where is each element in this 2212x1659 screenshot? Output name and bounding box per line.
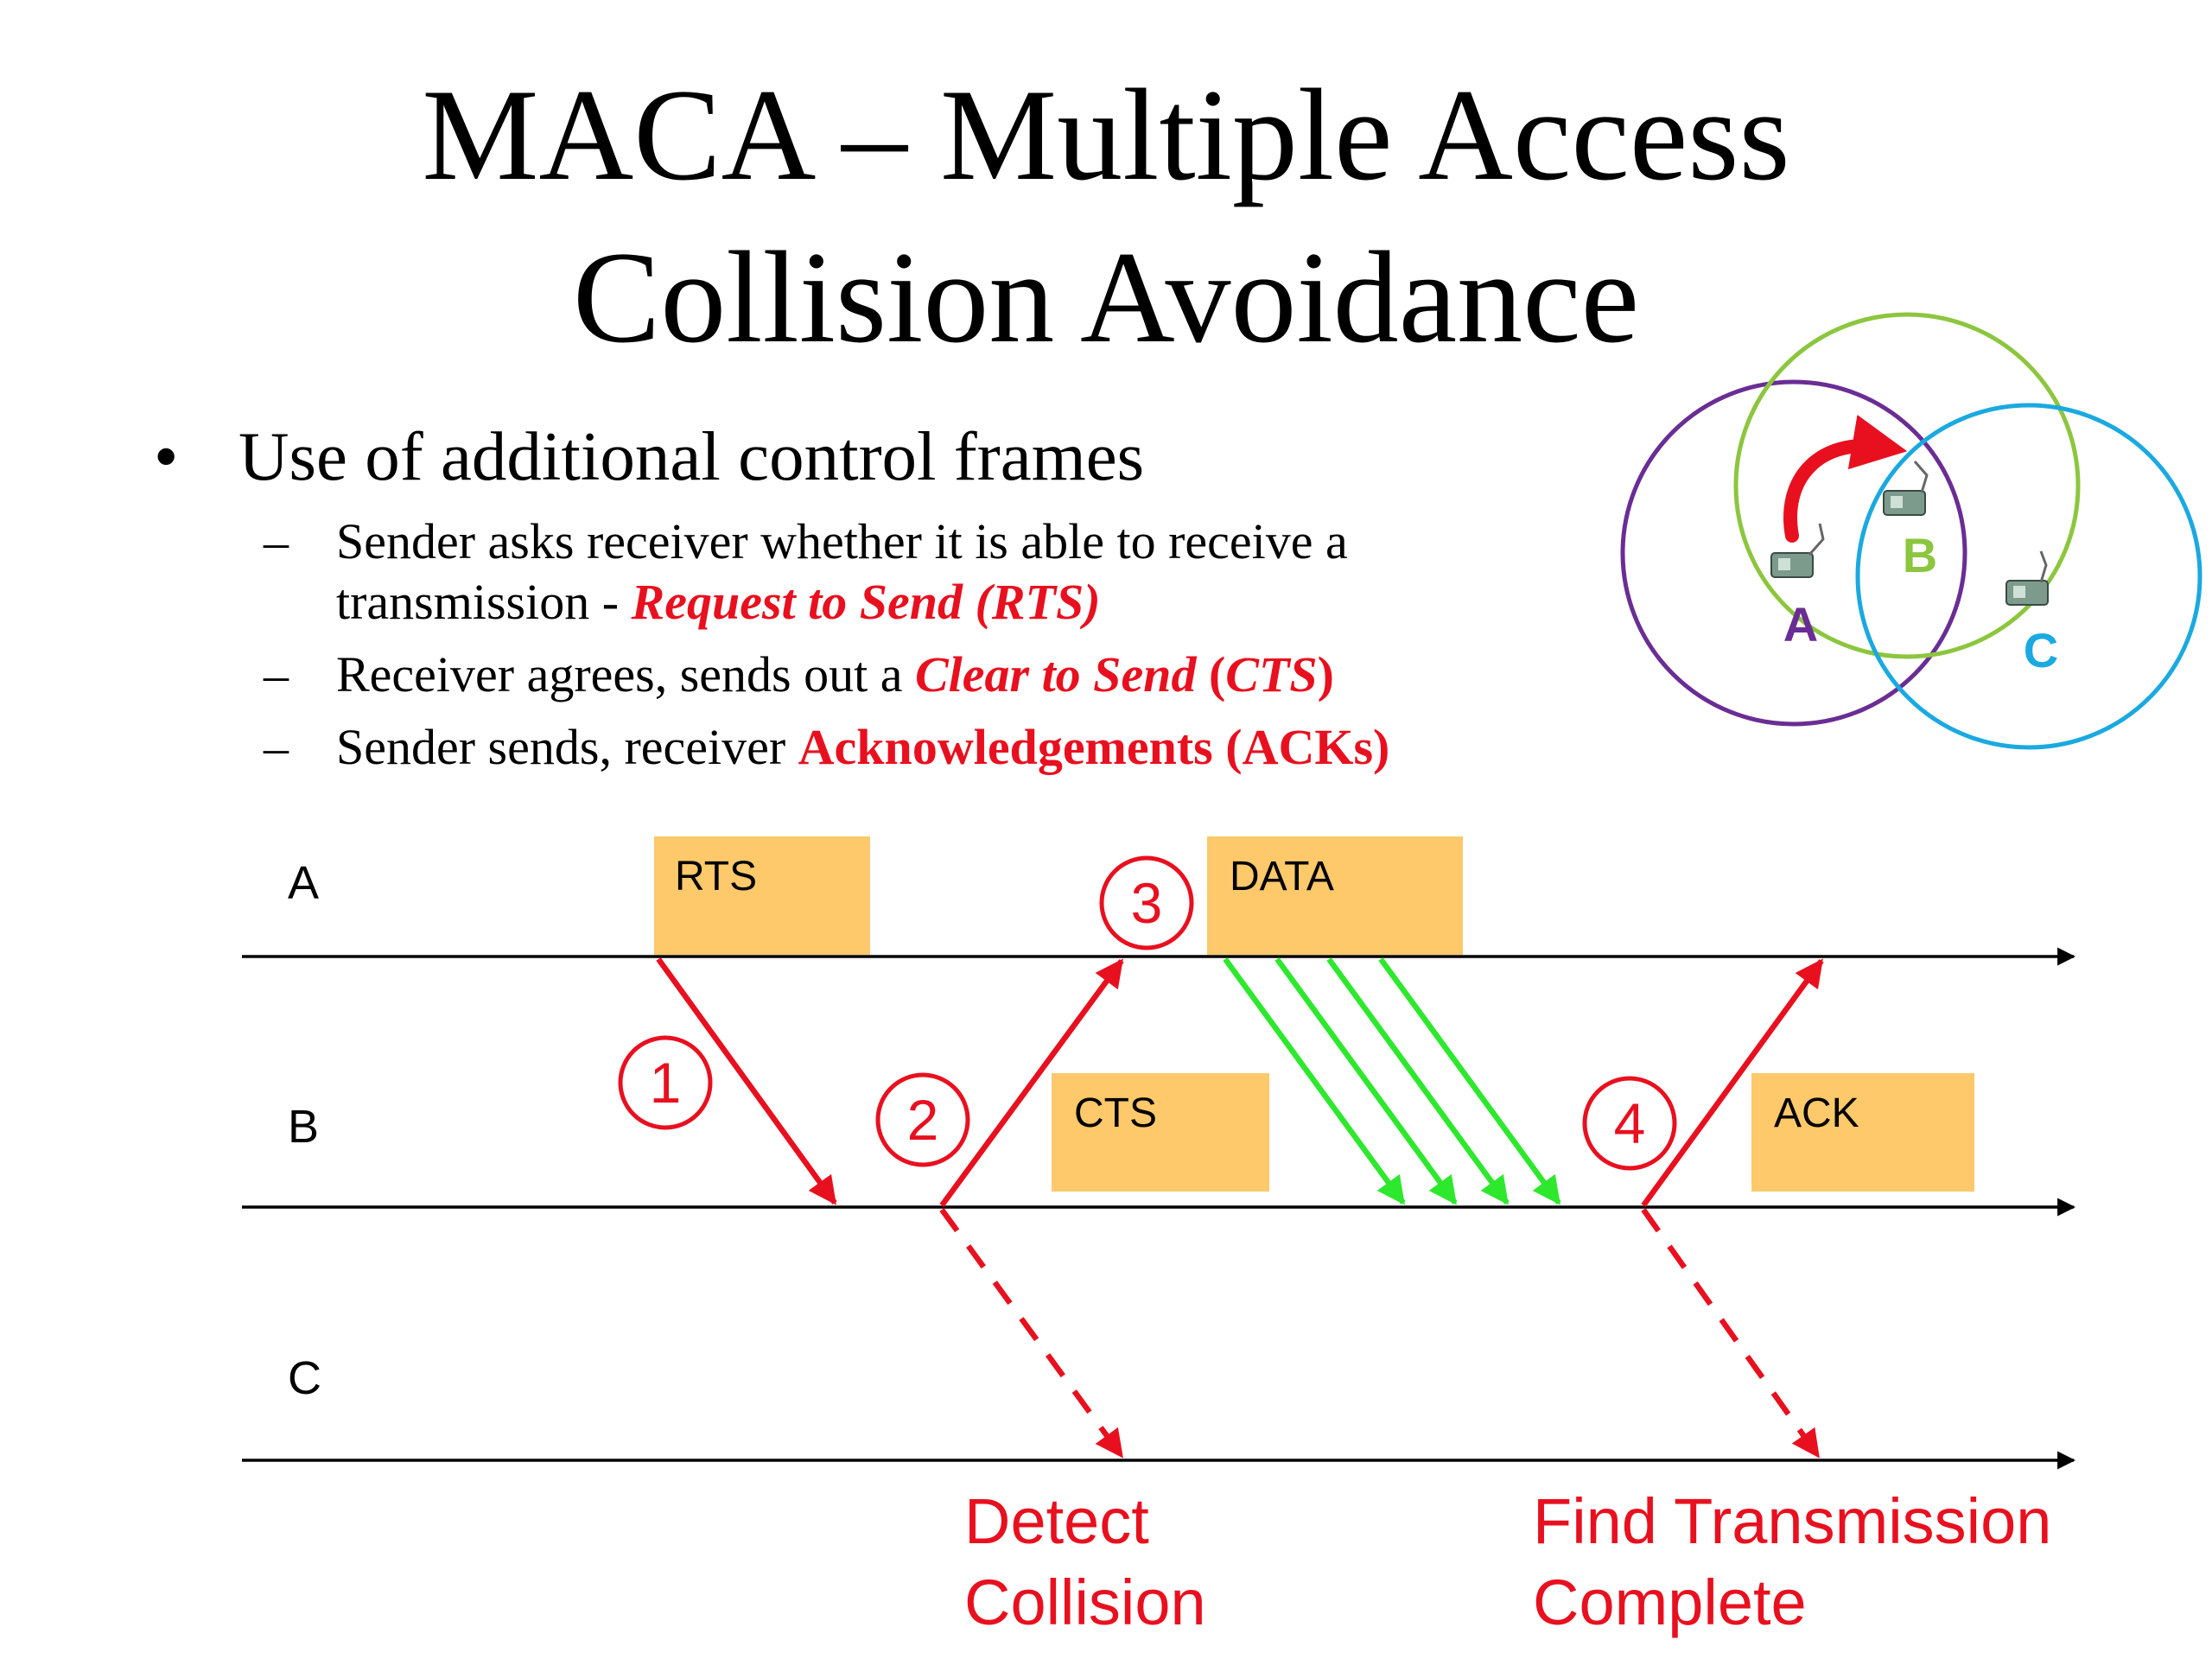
frame-label-data: DATA	[1230, 854, 1334, 899]
timeline: A B C RTS DATA CTS ACK 1 2 3 4 Detect	[242, 836, 2076, 1638]
step-number-2: 2	[907, 1088, 939, 1152]
note-transmission-complete-line2: Complete	[1533, 1567, 1807, 1638]
frame-cts	[1052, 1073, 1269, 1192]
rts-send-curve-arrow	[1783, 415, 1908, 543]
step-marker-4	[1582, 1076, 1677, 1171]
frame-label-ack: ACK	[1774, 1090, 1859, 1136]
sub-bullet-rts: – Sender asks receiver whether it is abl…	[154, 512, 1571, 632]
step-number-3: 3	[1131, 871, 1163, 935]
title-line-1: MACA – Multiple Access	[422, 62, 1790, 207]
node-label-a: A	[1783, 597, 1818, 652]
sub-bullet-ack: – Sender sends, receiver Acknowledgement…	[154, 717, 1571, 778]
step-marker-3	[1099, 855, 1194, 950]
cts-highlight-paren-close: )	[1317, 646, 1334, 702]
sub-bullet-rts-line1: Sender asks receiver whether it is able …	[336, 513, 1348, 569]
cts-overheard-arrow	[939, 1208, 1124, 1459]
note-transmission-complete-line1: Find Transmission	[1533, 1485, 2051, 1557]
data-arrow	[1326, 957, 1510, 1205]
frame-rts	[654, 836, 870, 955]
sub-bullet-marker: –	[264, 646, 289, 702]
range-circle-a	[1620, 379, 1967, 727]
step-marker-2	[875, 1072, 970, 1167]
radio-device-icon	[1883, 461, 1929, 516]
frame-data	[1207, 836, 1463, 955]
sub-bullet-cts: – Receiver agrees, sends out a Clear to …	[154, 645, 1571, 705]
rts-highlight: Request to Send (RTS)	[631, 574, 1101, 630]
title-line-2: Collision Avoidance	[572, 225, 1640, 370]
rts-arrow	[656, 957, 837, 1205]
row-label-a: A	[288, 857, 319, 909]
row-label-c: C	[288, 1352, 321, 1404]
ack-highlight: Acknowledgements (ACKs)	[798, 719, 1390, 775]
cts-arrow-to-a	[939, 958, 1124, 1207]
data-arrow	[1378, 957, 1561, 1205]
sub-bullet-cts-prefix: Receiver agrees, sends out a	[336, 646, 915, 702]
frame-ack	[1751, 1073, 1974, 1192]
bullet-main-text: Use of additional control frames	[238, 417, 1145, 495]
slide-title: MACA – Multiple Access Collision Avoidan…	[0, 54, 2212, 378]
node-label-b: B	[1903, 528, 1937, 582]
frame-label-rts: RTS	[675, 854, 757, 899]
row-label-b: B	[288, 1101, 319, 1153]
cts-highlight-abbr: CTS	[1225, 646, 1318, 702]
ack-arrow-to-a	[1641, 958, 1824, 1207]
sub-bullet-rts-line2-prefix: transmission -	[336, 574, 632, 630]
cts-highlight-name: Clear to Send	[914, 646, 1197, 702]
step-number-1: 1	[650, 1051, 682, 1115]
bullet-list: • Use of additional control frames – Sen…	[154, 413, 1571, 790]
network-diagram: A B C	[1620, 312, 2202, 750]
frame-label-cts: CTS	[1074, 1090, 1157, 1136]
data-arrow	[1223, 957, 1406, 1205]
sub-bullet-ack-prefix: Sender sends, receiver	[336, 719, 798, 775]
cts-highlight-paren-open: (	[1196, 646, 1226, 702]
ack-overheard-arrow	[1641, 1208, 1821, 1459]
radio-device-icon	[1770, 523, 1825, 578]
radio-device-icon	[2005, 550, 2049, 606]
sub-bullet-marker: –	[264, 513, 289, 569]
range-circle-c	[1855, 403, 2202, 750]
note-detect-collision-line1: Detect	[964, 1485, 1149, 1557]
node-label-c: C	[2024, 623, 2058, 677]
note-detect-collision-line2: Collision	[964, 1567, 1206, 1638]
data-arrow	[1274, 957, 1458, 1205]
sub-bullet-marker: –	[264, 719, 289, 775]
step-number-4: 4	[1614, 1091, 1646, 1155]
bullet-marker: •	[154, 417, 179, 495]
bullet-main: • Use of additional control frames	[154, 413, 1571, 499]
step-marker-1	[618, 1035, 713, 1130]
